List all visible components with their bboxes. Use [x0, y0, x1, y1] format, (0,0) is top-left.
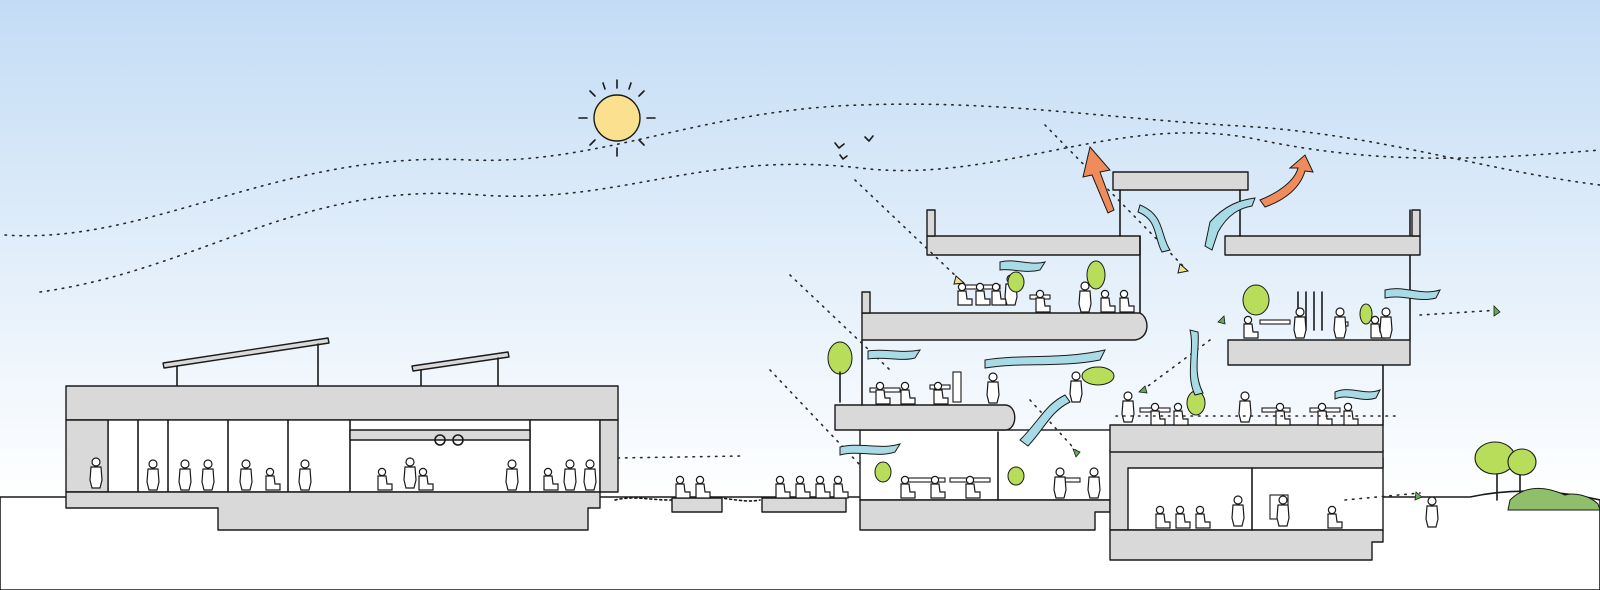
sun-icon	[578, 79, 656, 157]
solar-panel-right	[411, 351, 510, 391]
tree-icon	[1474, 441, 1600, 511]
warm-air-arrow-icon	[1082, 145, 1314, 214]
bird-icon	[834, 135, 874, 160]
plant-icon	[827, 260, 1373, 486]
arrow-icon	[1072, 305, 1501, 501]
airflow-arrow-icon	[839, 197, 1441, 456]
right-building	[827, 171, 1439, 561]
wind-line-upper	[4, 103, 1600, 237]
courtyard	[614, 475, 849, 513]
air-path-courtyard	[617, 455, 741, 459]
left-building	[65, 337, 619, 531]
